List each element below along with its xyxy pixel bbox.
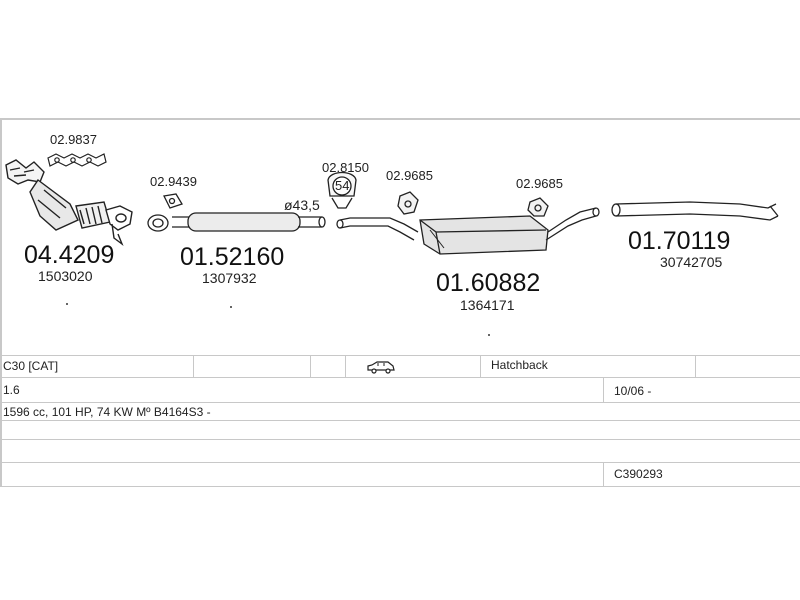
clamp-size: 54 xyxy=(335,178,349,193)
body-type-cell: Hatchback xyxy=(491,358,548,372)
accessory-label-1: 02.9439 xyxy=(150,174,197,189)
oem-number-3: 30742705 xyxy=(660,254,723,270)
model-cell: C30 [CAT] xyxy=(3,359,59,373)
oem-number-0: 1503020 xyxy=(38,268,93,284)
table-line xyxy=(0,420,800,421)
accessory-label-0: 02.9837 xyxy=(50,132,97,147)
table-col-line xyxy=(603,462,604,486)
frame-left-line xyxy=(0,118,2,486)
rear-silencer-01-60882[interactable] xyxy=(336,207,600,255)
table-col-line xyxy=(603,377,604,402)
table-col-line xyxy=(310,355,311,377)
oem-number-1: 1307932 xyxy=(202,270,257,286)
table-col-line xyxy=(695,355,696,377)
date-cell: 10/06 - xyxy=(614,384,652,398)
engine-size-cell: 1.6 xyxy=(3,383,20,397)
car-icon xyxy=(367,361,395,374)
code-cell: C390293 xyxy=(614,467,663,481)
clamp-02-8150[interactable] xyxy=(327,171,357,209)
oem-number-2: 1364171 xyxy=(460,297,515,313)
pipe-diameter: ø43,5 xyxy=(284,197,320,213)
table-col-line xyxy=(193,355,194,377)
frame-top-line xyxy=(0,118,800,120)
part-number-2: 01.60882 xyxy=(436,269,540,297)
center-silencer-01-52160[interactable] xyxy=(172,212,326,232)
gasket-02-9837[interactable] xyxy=(47,153,107,167)
engine-spec-cell: 1596 cc, 101 HP, 74 KW Mº B4164S3 - xyxy=(3,405,211,419)
table-line xyxy=(0,439,800,440)
exhaust-diagram: 02.9837 02.9439 ø43,5 54 02.8150 02.9685 xyxy=(5,132,779,313)
marker-dot xyxy=(230,306,232,308)
gasket-02-9439[interactable] xyxy=(147,214,169,232)
mount-02-9685-b[interactable] xyxy=(527,197,549,217)
table-col-line xyxy=(480,355,481,377)
tail-pipe-01-70119[interactable] xyxy=(611,201,779,221)
table-line xyxy=(0,462,800,463)
table-line xyxy=(0,402,800,403)
table-col-line xyxy=(345,355,346,377)
accessory-label-3: 02.9685 xyxy=(386,168,433,183)
mount-02-9685-a[interactable] xyxy=(397,191,419,215)
table-line xyxy=(0,377,800,378)
part-number-1: 01.52160 xyxy=(180,243,284,271)
marker-dot xyxy=(66,303,68,305)
table-line xyxy=(0,355,800,356)
part-number-3: 01.70119 xyxy=(628,227,730,255)
accessory-label-4: 02.9685 xyxy=(516,176,563,191)
front-pipe-catalyst[interactable] xyxy=(5,159,133,247)
table-line xyxy=(0,486,800,487)
flange-02-9439[interactable] xyxy=(163,193,183,209)
accessory-label-2: 02.8150 xyxy=(322,160,369,175)
marker-dot xyxy=(488,334,490,336)
part-number-0: 04.4209 xyxy=(24,241,114,269)
